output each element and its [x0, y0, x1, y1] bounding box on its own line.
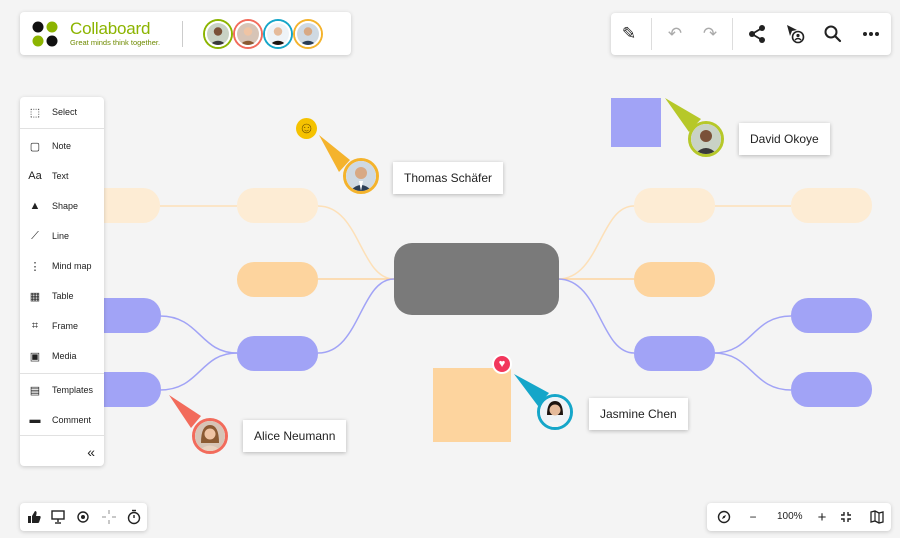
top-toolbar: ✎ ↶ ↷ — [611, 13, 891, 55]
search-icon[interactable] — [821, 22, 845, 46]
tool-select[interactable]: ⬚ Select — [20, 98, 104, 126]
participant-avatar[interactable] — [235, 21, 261, 47]
tool-note[interactable]: ▢ Note — [20, 132, 104, 160]
tool-media[interactable]: ▣ Media — [20, 342, 104, 370]
collaboard-logo-icon[interactable] — [32, 21, 58, 47]
mind-map-node[interactable] — [634, 262, 715, 297]
tool-label: Media — [52, 351, 77, 361]
tool-comment[interactable]: ▬ Comment — [20, 406, 104, 434]
logo: Collaboard Great minds think together. — [70, 19, 161, 48]
text-icon: Aa — [28, 170, 42, 182]
tool-label: Text — [52, 171, 69, 181]
zoom-out-button[interactable]: − — [749, 510, 757, 524]
timer-icon[interactable] — [125, 508, 143, 526]
palette-divider — [20, 128, 104, 129]
fit-to-screen-icon[interactable] — [837, 508, 855, 526]
toolbar-divider — [651, 18, 652, 50]
tool-label: Templates — [52, 385, 94, 395]
tool-table[interactable]: ▦ Table — [20, 282, 104, 310]
participant-avatar[interactable] — [265, 21, 291, 47]
like-icon[interactable] — [25, 508, 43, 526]
mind-map-node[interactable] — [634, 336, 715, 371]
undo-icon[interactable]: ↶ — [667, 24, 683, 43]
note-icon: ▢ — [29, 140, 41, 153]
header-divider — [182, 21, 183, 47]
focus-icon[interactable] — [74, 508, 92, 526]
david-avatar — [688, 121, 724, 157]
mind-map-node[interactable] — [791, 298, 872, 333]
mind-map-node[interactable] — [237, 336, 318, 371]
present-icon[interactable] — [49, 508, 67, 526]
tool-text[interactable]: Aa Text — [20, 162, 104, 190]
table-icon: ▦ — [29, 290, 41, 303]
mind-map-node[interactable] — [634, 188, 715, 223]
tool-templates[interactable]: ▤ Templates — [20, 376, 104, 404]
zoom-in-button[interactable]: + — [817, 508, 827, 526]
mind-map-node[interactable] — [791, 372, 872, 407]
select-icon: ⬚ — [29, 106, 41, 119]
map-icon[interactable] — [868, 508, 886, 526]
participant-avatar[interactable] — [295, 21, 321, 47]
compass-icon[interactable] — [715, 508, 733, 526]
mind-map-node[interactable] — [237, 188, 318, 223]
tool-label: Select — [52, 107, 78, 117]
share-icon[interactable] — [745, 22, 769, 46]
toolbar-divider — [732, 18, 733, 50]
mind-map-icon: ⋮ — [29, 260, 41, 273]
collapse-palette-icon[interactable]: « — [87, 444, 95, 460]
media-icon: ▣ — [29, 350, 41, 363]
more-icon[interactable] — [859, 22, 883, 46]
sticky-note[interactable] — [433, 368, 511, 442]
pen-icon[interactable]: ✎ — [621, 24, 637, 43]
tool-mind-map[interactable]: ⋮ Mind map — [20, 252, 104, 280]
collaborator-name-tag: Alice Neumann — [243, 420, 347, 452]
templates-icon: ▤ — [29, 384, 41, 397]
zoom-level[interactable]: 100% — [777, 511, 803, 522]
thomas-avatar — [343, 158, 379, 194]
tool-line[interactable]: ⟋ Line — [20, 222, 104, 250]
shape-icon: ▲ — [29, 200, 41, 212]
collaborator-name-tag: Thomas Schäfer — [393, 162, 504, 194]
smiley-emoji-icon: ☺ — [296, 118, 317, 139]
jasmine-avatar — [537, 394, 573, 430]
laser-pointer-icon[interactable] — [100, 508, 118, 526]
alice-avatar — [192, 418, 228, 454]
mind-map-node[interactable] — [237, 262, 318, 297]
tool-label: Shape — [52, 201, 79, 211]
tool-label: Note — [52, 141, 72, 151]
redo-icon[interactable]: ↷ — [702, 24, 718, 43]
mind-map-node-center[interactable] — [394, 243, 559, 315]
tool-label: Mind map — [52, 261, 92, 271]
bottom-left-toolbar — [20, 503, 147, 531]
collaborator-name-tag: David Okoye — [739, 123, 830, 155]
comment-icon: ▬ — [29, 414, 41, 426]
palette-divider — [20, 373, 104, 374]
bottom-right-toolbar: − 100% + — [707, 503, 891, 531]
tool-shape[interactable]: ▲ Shape — [20, 192, 104, 220]
tool-label: Table — [52, 291, 74, 301]
logo-subtitle: Great minds think together. — [70, 38, 161, 47]
collaborator-name-tag: Jasmine Chen — [589, 398, 688, 430]
frame-icon: ⌗ — [31, 319, 39, 332]
app-header: Collaboard Great minds think together. — [20, 12, 351, 55]
logo-title: Collaboard — [70, 19, 151, 38]
mind-map-node[interactable] — [791, 188, 872, 223]
participant-avatars — [205, 21, 321, 47]
tool-label: Comment — [52, 415, 92, 425]
line-icon: ⟋ — [31, 229, 39, 242]
heart-reaction-icon: ♥ — [492, 354, 512, 374]
tool-frame[interactable]: ⌗ Frame — [20, 312, 104, 340]
participant-avatar[interactable] — [205, 21, 231, 47]
tool-label: Frame — [52, 321, 79, 331]
follow-cursor-icon[interactable] — [783, 22, 807, 46]
palette-divider — [20, 435, 104, 436]
tool-label: Line — [52, 231, 70, 241]
sticky-note[interactable] — [611, 98, 661, 147]
